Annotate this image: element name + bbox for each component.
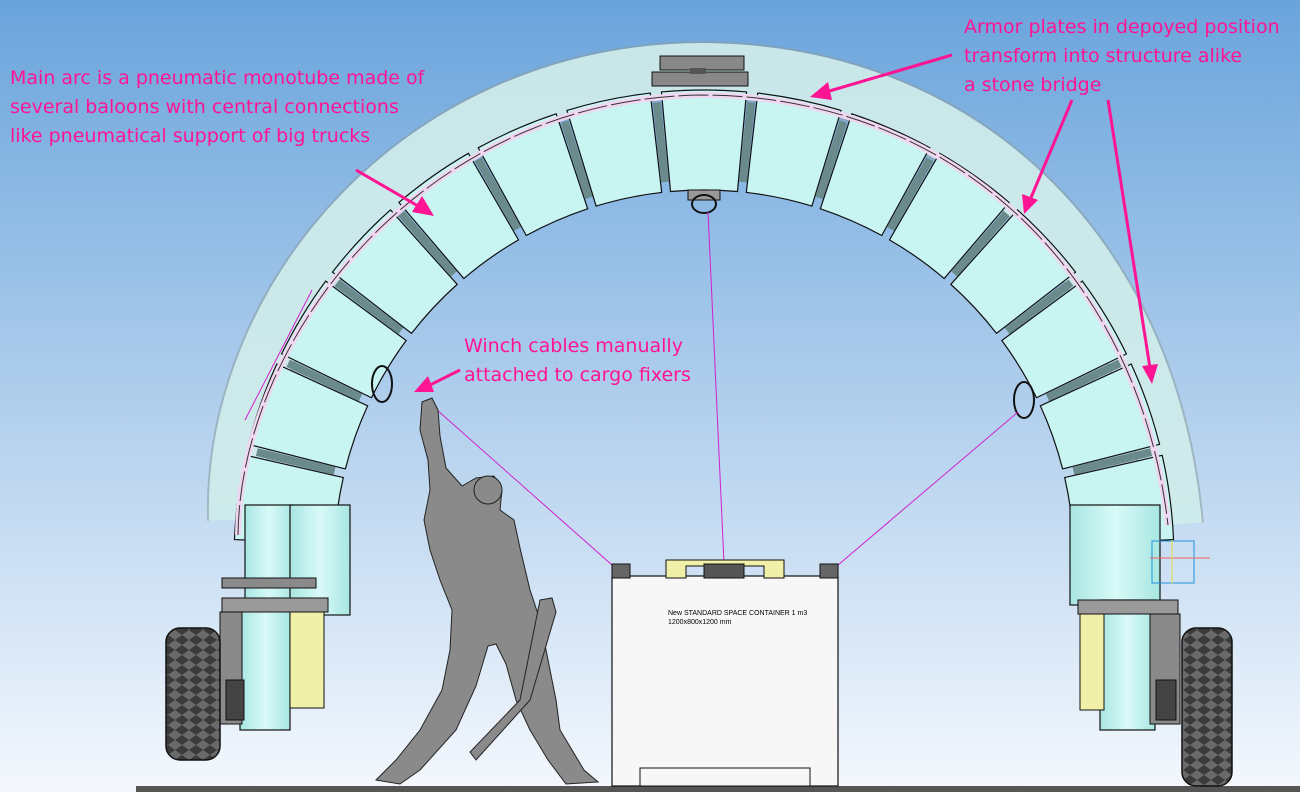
right-leg <box>1069 504 1181 731</box>
annotation-main-arc-line3: like pneumatical support of big trucks <box>10 125 370 147</box>
balloon-connector <box>1072 448 1153 475</box>
balloon-connector <box>738 102 756 183</box>
annotation-armor-line3: a stone bridge <box>964 74 1101 96</box>
balloon-connector <box>255 448 336 475</box>
cargo-fixer-top <box>687 189 721 214</box>
ground-line <box>136 786 1300 792</box>
balloon-connector <box>1045 359 1122 402</box>
left-leg <box>219 504 351 731</box>
balloon-connector <box>1004 279 1074 335</box>
balloon-connector <box>474 157 521 231</box>
winch-cables <box>244 211 1019 566</box>
balloon-segment <box>1039 363 1161 470</box>
annotation-main-arc-line1: Main arc is a pneumatic monotube made of <box>10 67 426 89</box>
balloon-connector <box>560 120 593 200</box>
balloon-connector <box>286 359 363 402</box>
balloon-segment <box>660 89 748 193</box>
cargo-fixer-right <box>1013 381 1035 419</box>
cargo-fixer-left <box>371 365 393 403</box>
balloon-connector <box>652 102 670 183</box>
container-label-line1: New STANDARD SPACE CONTAINER 1 m3 <box>668 610 807 617</box>
annotation-main-arc-line2: several baloons with central connections <box>10 96 399 118</box>
container-label-line2: 1200x800x1200 mm <box>668 619 732 626</box>
annotation-armor-line1: Armor plates in depoyed position <box>964 16 1280 38</box>
balloon-segment <box>477 113 589 237</box>
balloon-connector <box>334 279 404 335</box>
balloon-connector <box>398 211 457 277</box>
space-container: New STANDARD SPACE CONTAINER 1 m3 1200x8… <box>611 559 839 787</box>
right-wheel <box>1181 627 1233 787</box>
human-silhouette <box>374 397 600 785</box>
axis-marker <box>1150 540 1210 584</box>
annotation-main-arc: Main arc is a pneumatic monotube made of… <box>10 67 426 147</box>
top-hub <box>651 55 749 87</box>
annotation-winch-line1: Winch cables manually <box>464 335 683 357</box>
balloon-connector <box>815 120 848 200</box>
balloon-segment <box>566 92 663 207</box>
annotation-winch-cables: Winch cables manually attached to cargo … <box>464 335 691 386</box>
annotation-armor-line2: transform into structure alike <box>964 45 1242 67</box>
annotation-armor-plates: Armor plates in depoyed position transfo… <box>964 16 1280 96</box>
balloon-segment <box>745 92 842 207</box>
balloon-segment <box>819 113 931 237</box>
balloon-connector <box>951 211 1010 277</box>
left-wheel <box>165 627 221 761</box>
annotation-arrows <box>355 53 1158 392</box>
balloon-connector <box>887 157 934 231</box>
armor-plate-strip-outline <box>237 94 1169 536</box>
annotation-winch-line2: attached to cargo fixers <box>464 364 691 386</box>
